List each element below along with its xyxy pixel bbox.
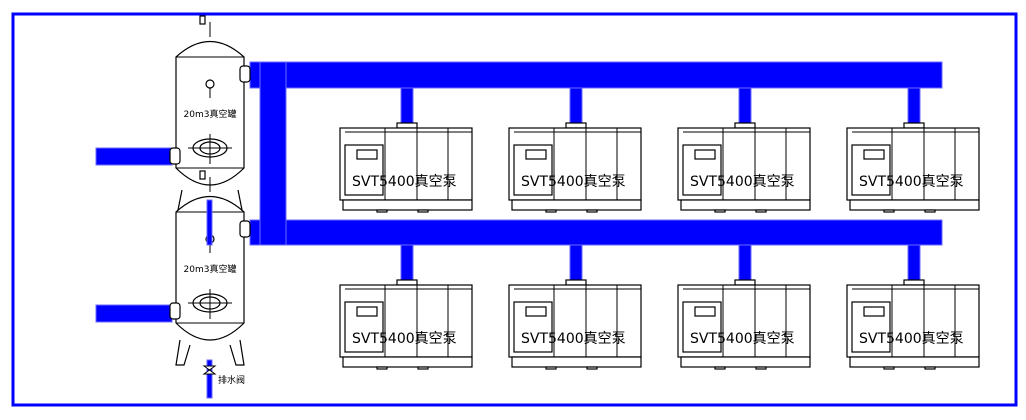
display-screen-icon [694,149,716,160]
tank-label: 20m3真空罐 [184,108,237,120]
pump-label: SVT5400真空泵 [690,174,795,190]
branch-pipe [907,87,921,125]
top-header-pipe [249,61,943,89]
pressure-gauge-icon [205,79,215,89]
tank-label: 20m3真空罐 [184,263,237,275]
inlet-pipe-upper [95,147,173,166]
tank-connect-pipe [206,199,213,246]
vacuum-pump: SVT5400真空泵 [339,244,473,370]
branch-pipe [907,244,921,282]
inlet-nozzle [169,147,181,165]
drain-pipe [206,359,213,399]
branch-pipe [400,87,414,125]
vacuum-pump: SVT5400真空泵 [846,87,980,213]
drain-valve-label: 排水阀 [218,374,245,386]
pump-label: SVT5400真空泵 [352,331,457,347]
tank-leg [177,189,243,211]
branch-pipe [738,244,752,282]
pump-label: SVT5400真空泵 [859,174,964,190]
branch-pipe [400,244,414,282]
display-screen-icon [525,149,547,160]
tank-leg [229,339,245,366]
branch-pipe [569,87,583,125]
outlet-nozzle [239,220,251,238]
display-screen-icon [863,149,885,160]
pump-label: SVT5400真空泵 [859,331,964,347]
outlet-nozzle [239,65,251,83]
inlet-pipe-lower [95,304,173,323]
vacuum-pump: SVT5400真空泵 [677,87,811,213]
vacuum-pump: SVT5400真空泵 [677,244,811,370]
inlet-nozzle [169,302,181,320]
vacuum-pump: SVT5400真空泵 [846,244,980,370]
vacuum-tank: 20m3真空罐 [169,15,251,211]
display-screen-icon [863,306,885,317]
tank-leg [175,339,191,366]
vacuum-pump: SVT5400真空泵 [508,244,642,370]
vertical-connector-pipe [259,61,287,246]
diagram-border [11,12,1018,407]
pump-label: SVT5400真空泵 [690,331,795,347]
vacuum-pump: SVT5400真空泵 [508,87,642,213]
bottom-header-pipe [249,219,943,246]
pump-label: SVT5400真空泵 [521,174,626,190]
pump-label: SVT5400真空泵 [521,331,626,347]
drain-valve-icon [202,365,217,375]
branch-pipe [569,244,583,282]
display-screen-icon [525,306,547,317]
display-screen-icon [356,149,378,160]
top-valve-icon [199,170,206,180]
display-screen-icon [694,306,716,317]
vacuum-tank: 20m3真空罐 [169,170,251,366]
top-valve-icon [199,15,206,25]
vacuum-pump: SVT5400真空泵 [339,87,473,213]
pump-label: SVT5400真空泵 [352,174,457,190]
display-screen-icon [356,306,378,317]
branch-pipe [738,87,752,125]
